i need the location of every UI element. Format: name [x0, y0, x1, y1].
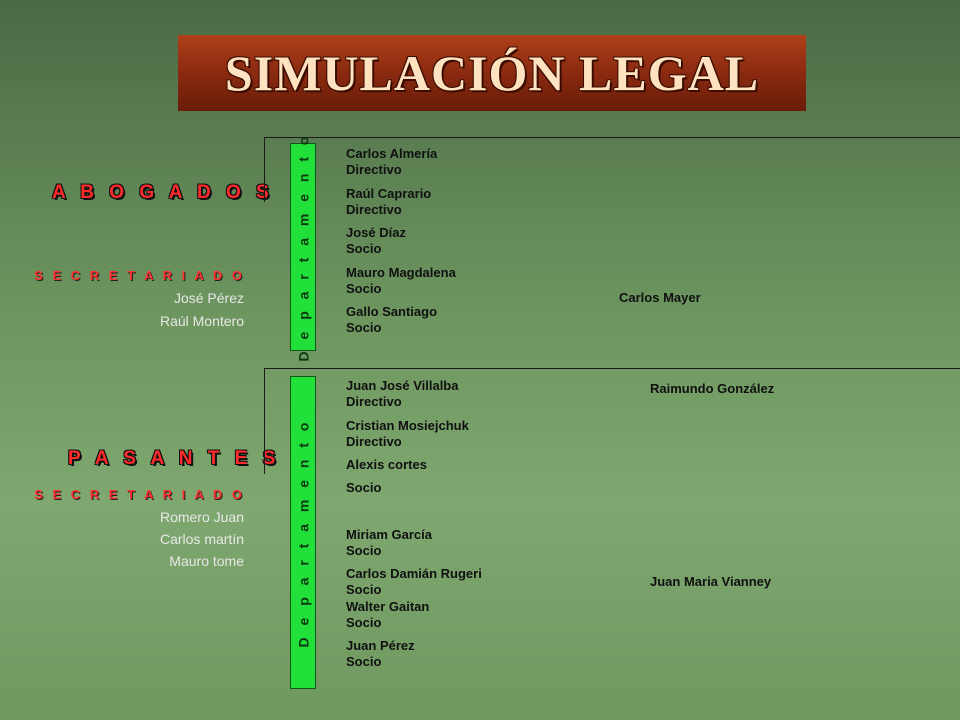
abogados-outside-person: Carlos Mayer	[619, 290, 701, 305]
member-name: Carlos Almería	[346, 146, 438, 161]
pasantes-member: Carlos Damián Rugeri Socio	[346, 566, 482, 598]
pasantes-member: Walter Gaitan Socio	[346, 599, 429, 631]
abogados-member: Gallo Santiago Socio	[346, 304, 437, 336]
member-role: Socio	[346, 241, 382, 256]
member-role: Directivo	[346, 162, 402, 177]
pasantes-secretariado-label: S E C R E T A R I A D O	[34, 487, 245, 502]
pasantes-secretariado-person: Romero Juan	[159, 509, 244, 525]
pasantes-secretariado-person: Carlos martín	[159, 531, 244, 547]
abogados-member: Mauro Magdalena Socio	[346, 265, 456, 297]
pasantes-member: Alexis cortes	[346, 457, 427, 473]
member-role: Socio	[346, 320, 382, 335]
title-banner: SIMULACIÓN LEGAL	[178, 35, 806, 111]
abogados-bracket	[264, 137, 960, 202]
member-name: Miriam García	[346, 527, 432, 542]
pasantes-outside-person-top: Raimundo González	[650, 381, 775, 396]
pasantes-member: Cristian Mosiejchuk Directivo	[346, 418, 469, 450]
pasantes-member: Socio	[346, 480, 381, 496]
pasantes-secretariado-person: Mauro tome	[169, 553, 244, 569]
pasantes-heading: P A S A N T E S	[68, 448, 281, 469]
member-name: Alexis cortes	[346, 457, 427, 472]
pasantes-department-label: D e p a r t a m e n t o	[295, 418, 312, 647]
member-role: Socio	[346, 543, 382, 558]
member-role: Socio	[346, 615, 382, 630]
member-name: Mauro Magdalena	[346, 265, 456, 280]
member-name: Raúl Caprario	[346, 186, 432, 201]
pasantes-outside-person-bottom: Juan Maria Vianney	[650, 574, 772, 589]
member-name: José Díaz	[346, 225, 406, 240]
abogados-member: Carlos Almería Directivo	[346, 146, 437, 178]
member-name: Gallo Santiago	[346, 304, 438, 319]
abogados-department-box: D e p a r t a m e n t o	[290, 133, 316, 361]
member-name: Socio	[346, 480, 382, 495]
member-role: Directivo	[346, 202, 402, 217]
abogados-secretariado-label: S E C R E T A R I A D O	[34, 268, 245, 283]
pasantes-member: Juan José Villalba Directivo	[346, 378, 458, 410]
abogados-member: Raúl Caprario Directivo	[346, 186, 431, 218]
member-name: Cristian Mosiejchuk	[346, 418, 469, 433]
abogados-secretariado-person: José Pérez	[173, 290, 244, 306]
member-name: Walter Gaitan	[346, 599, 430, 614]
member-name: Carlos Damián Rugeri	[346, 566, 482, 581]
member-role: Socio	[346, 582, 382, 597]
abogados-department-label: D e p a r t a m e n t o	[295, 132, 312, 362]
pasantes-bracket	[264, 368, 960, 474]
member-role: Socio	[346, 654, 382, 669]
abogados-member: José Díaz Socio	[346, 225, 406, 257]
member-role: Socio	[346, 281, 382, 296]
pasantes-member: Miriam García Socio	[346, 527, 432, 559]
pasantes-member: Juan Pérez Socio	[346, 638, 415, 670]
member-name: Juan José Villalba	[346, 378, 459, 393]
member-role: Directivo	[346, 434, 402, 449]
pasantes-department-box: D e p a r t a m e n t o	[290, 376, 316, 689]
page-title: SIMULACIÓN LEGAL	[224, 45, 760, 101]
abogados-heading: A B O G A D O S	[52, 182, 274, 203]
abogados-secretariado-person: Raúl Montero	[159, 313, 244, 329]
member-name: Juan Pérez	[346, 638, 415, 653]
member-role: Directivo	[346, 394, 402, 409]
